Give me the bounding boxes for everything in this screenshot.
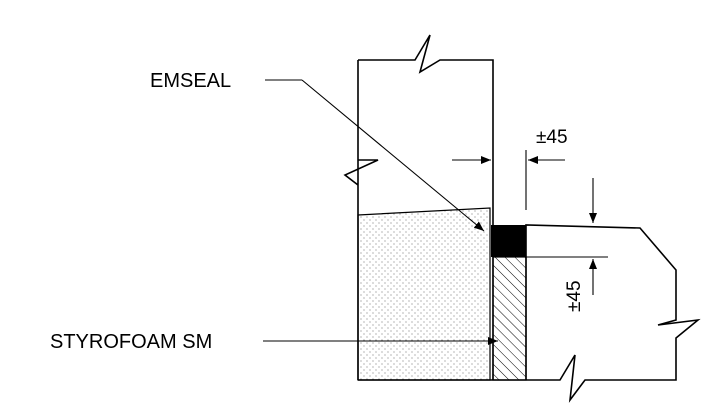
horizontal-dimension-text: ±45 xyxy=(536,127,568,148)
hatched-backer-strip xyxy=(492,256,527,381)
right-slab-outline xyxy=(525,224,701,403)
vertical-dimension-text: ±45 xyxy=(564,280,585,312)
horizontal-dimension xyxy=(452,150,565,210)
vertical-dimension xyxy=(526,178,608,295)
emseal-block xyxy=(491,225,526,257)
styrofoam-insulation xyxy=(357,207,491,381)
left-wall-outline xyxy=(343,34,526,381)
emseal-label: EMSEAL xyxy=(150,70,231,92)
emseal-leader xyxy=(265,79,485,232)
styrofoam-label: STYROFOAM SM xyxy=(50,331,212,353)
